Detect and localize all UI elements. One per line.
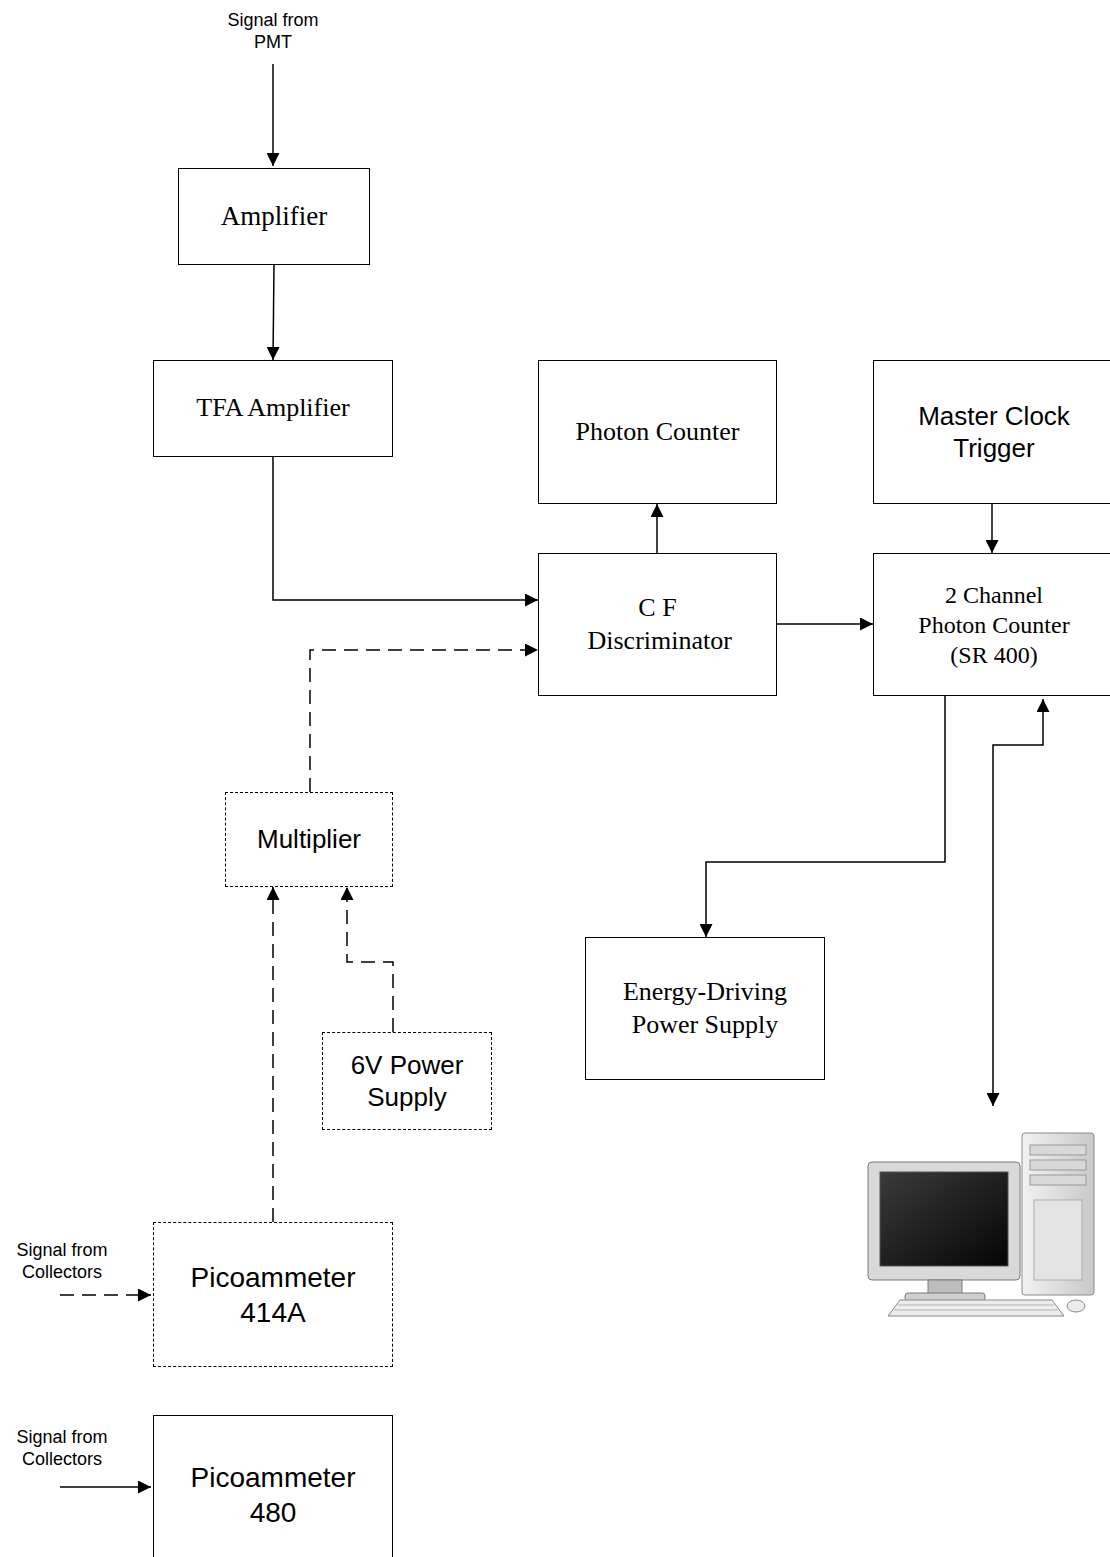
process-box: 2 Channel Photon Counter (SR 400) bbox=[873, 553, 1110, 696]
input-arrow bbox=[60, 1486, 151, 1488]
process-box: Picoammeter 480 bbox=[153, 1415, 393, 1557]
box-label: Picoammeter 480 bbox=[186, 1460, 361, 1530]
connector-arrow bbox=[273, 265, 274, 360]
dashed-box: 6V Power Supply bbox=[322, 1032, 492, 1130]
box-label: 2 Channel Photon Counter (SR 400) bbox=[913, 580, 1075, 670]
box-label: TFA Amplifier bbox=[196, 392, 349, 425]
dashed-box: Multiplier bbox=[225, 792, 393, 887]
connector-arrow bbox=[991, 504, 993, 553]
data-link bbox=[993, 699, 1043, 1106]
box-label: Photon Counter bbox=[576, 416, 740, 449]
box-label: C F Discriminator bbox=[588, 592, 728, 657]
computer-icon bbox=[868, 1133, 1094, 1316]
box-label: Energy-Driving Power Supply bbox=[605, 976, 805, 1041]
connector-arrow bbox=[777, 623, 873, 625]
connector-arrow bbox=[272, 887, 274, 1222]
process-box: C F Discriminator bbox=[538, 553, 777, 696]
connector-arrow bbox=[706, 696, 945, 937]
input-arrow bbox=[60, 1294, 151, 1296]
box-label: 6V Power Supply bbox=[332, 1049, 482, 1114]
process-box: Amplifier bbox=[178, 168, 370, 265]
signal-label: Signal from PMT bbox=[218, 10, 328, 53]
box-label: Amplifier bbox=[221, 200, 327, 234]
process-box: Photon Counter bbox=[538, 360, 777, 504]
process-box: TFA Amplifier bbox=[153, 360, 393, 457]
process-box: Master Clock Trigger bbox=[873, 360, 1110, 504]
connector-arrow bbox=[273, 457, 538, 600]
connector-arrow bbox=[656, 504, 658, 553]
box-label: Picoammeter 414A bbox=[186, 1260, 361, 1330]
signal-label: Signal from Collectors bbox=[4, 1427, 120, 1470]
process-box: Energy-Driving Power Supply bbox=[585, 937, 825, 1080]
box-label: Master Clock Trigger bbox=[894, 400, 1094, 465]
box-label: Multiplier bbox=[257, 823, 361, 856]
signal-label: Signal from Collectors bbox=[4, 1240, 120, 1283]
input-arrow bbox=[272, 64, 274, 166]
dashed-box: Picoammeter 414A bbox=[153, 1222, 393, 1367]
connector-arrow bbox=[347, 887, 393, 1032]
connector-arrow bbox=[310, 650, 538, 792]
